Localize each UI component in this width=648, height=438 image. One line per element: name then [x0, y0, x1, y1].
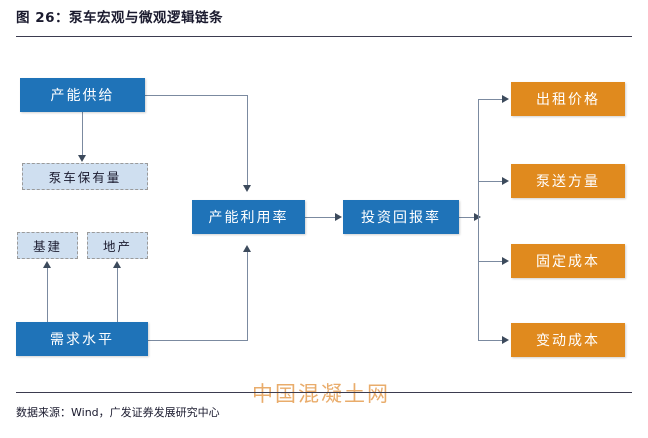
node-demand-level-label: 需求水平	[50, 332, 114, 348]
arrowhead-demand-to-realestate	[113, 261, 121, 268]
connector-utilization-to-return	[305, 217, 336, 218]
connector-demand-right	[148, 340, 248, 341]
connector-supply-to-ownership	[82, 112, 83, 156]
node-supply[interactable]: 产能供给	[20, 78, 145, 112]
connector-branch-fixed-cost	[478, 261, 504, 262]
node-fixed-cost-label: 固定成本	[536, 254, 600, 270]
node-infrastructure[interactable]: 基建	[17, 232, 78, 259]
node-investment-return-label: 投资回报率	[361, 210, 441, 226]
connector-branch-rental-price	[478, 99, 504, 100]
node-real-estate-label: 地产	[102, 239, 132, 254]
node-variable-cost-label: 变动成本	[536, 333, 600, 349]
node-pump-ownership-label: 泵车保有量	[48, 170, 122, 185]
node-fixed-cost[interactable]: 固定成本	[511, 244, 625, 278]
connector-supply-right	[145, 95, 248, 96]
node-demand-level[interactable]: 需求水平	[16, 322, 148, 356]
arrowhead-branch-fixed-cost	[502, 257, 509, 265]
arrowhead-return-to-trunk	[474, 213, 481, 221]
node-variable-cost[interactable]: 变动成本	[511, 323, 625, 357]
node-infrastructure-label: 基建	[32, 239, 62, 254]
connector-branch-pumping-volume	[478, 181, 504, 182]
node-investment-return[interactable]: 投资回报率	[343, 200, 459, 234]
watermark: 中国混凝土网	[252, 382, 390, 406]
arrowhead-utilization-to-return	[335, 213, 342, 221]
source-note: 数据来源：Wind，广发证券发展研究中心	[16, 406, 220, 419]
connector-trunk-vertical	[478, 99, 479, 340]
arrowhead-branch-variable-cost	[502, 336, 509, 344]
connector-return-to-trunk	[459, 217, 478, 218]
node-pump-ownership[interactable]: 泵车保有量	[22, 163, 148, 190]
node-rental-price[interactable]: 出租价格	[511, 82, 625, 116]
connector-demand-to-infrastructure	[47, 268, 48, 322]
connector-demand-up	[247, 252, 248, 340]
arrowhead-branch-pumping-volume	[502, 177, 509, 185]
node-pumping-volume-label: 泵送方量	[536, 174, 600, 190]
arrowhead-demand-to-infrastructure	[43, 261, 51, 268]
node-capacity-utilization[interactable]: 产能利用率	[192, 200, 305, 234]
arrowhead-supply-to-ownership	[78, 155, 86, 162]
arrowhead-demand-to-utilization	[243, 245, 251, 252]
node-pumping-volume[interactable]: 泵送方量	[511, 164, 625, 198]
node-rental-price-label: 出租价格	[536, 92, 600, 108]
node-supply-label: 产能供给	[50, 88, 115, 104]
connector-supply-down	[247, 95, 248, 185]
arrowhead-supply-to-utilization	[243, 185, 251, 192]
title-divider-top	[16, 36, 632, 37]
node-capacity-utilization-label: 产能利用率	[208, 210, 289, 226]
connector-branch-variable-cost	[478, 340, 504, 341]
connector-demand-to-realestate	[117, 268, 118, 322]
figure-title: 图 26：泵车宏观与微观逻辑链条	[16, 10, 223, 26]
node-real-estate[interactable]: 地产	[87, 232, 148, 259]
source-divider	[16, 392, 632, 393]
arrowhead-branch-rental-price	[502, 95, 509, 103]
